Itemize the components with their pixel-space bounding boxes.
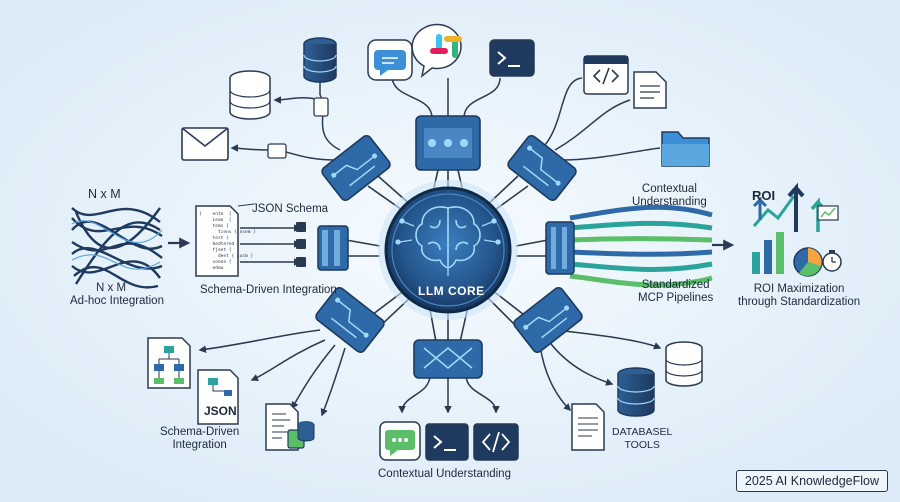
database-tools-label: DATABASEL TOOLS [612, 426, 673, 451]
hub-node-top-right [507, 134, 577, 202]
contextual-understanding-bottom-label: Contextual Understanding [378, 468, 511, 480]
schema-driven-integration-bottom-label: Schema-Driven Integration [160, 426, 240, 451]
terminal-icon [489, 39, 535, 77]
left-connector [296, 222, 349, 271]
terminal-icon [425, 423, 469, 461]
llm-core-label: LLM CORE [418, 284, 485, 298]
database-icon [229, 70, 271, 120]
database-icon [665, 341, 703, 387]
code-icon [473, 423, 519, 461]
right-connector [545, 221, 575, 275]
hub-node-top [415, 115, 481, 171]
json-schema-lines: { ente { Leae { tems { tiens { nsem } te… [199, 212, 256, 271]
roi-title: ROI [752, 188, 776, 203]
adhoc-tangle [71, 207, 163, 289]
chat-icon [379, 421, 421, 461]
database-icon [303, 37, 337, 83]
mail-icon [181, 127, 229, 161]
contextual-understanding-label: Contextual Understanding [632, 183, 707, 208]
json-schema-label: JSON Schema [252, 203, 329, 215]
json-document [197, 369, 239, 425]
hub-node-bottom-right [513, 286, 583, 354]
hub-node-bottom [413, 339, 483, 379]
hub-node-top-left [321, 134, 391, 202]
roi-caption: ROI Maximization through Standardization [738, 283, 861, 308]
code-icon [583, 55, 629, 95]
mcp-pipelines [569, 204, 713, 288]
outer-wires [168, 60, 735, 417]
folder-icon [661, 131, 710, 167]
nxm-label-top: N x M [88, 187, 121, 201]
brain-icon [395, 206, 501, 276]
database-icon [617, 367, 655, 417]
code-document [265, 403, 315, 451]
document-icon [571, 403, 605, 451]
chart-icon [752, 182, 842, 277]
schema-driven-integration-label: Schema-Driven Integration [200, 284, 337, 296]
slack-icon [411, 23, 462, 78]
small-chip [267, 97, 329, 159]
adhoc-integration-label: Ad-hoc Integration [70, 295, 164, 307]
hierarchy-icon [147, 337, 191, 389]
nxm-label-bottom: N x M [96, 282, 127, 294]
json-schema-document [195, 203, 255, 277]
document-icon [633, 71, 667, 109]
credit-badge: 2025 AI KnowledgeFlow [735, 470, 888, 492]
standardized-pipelines-label: Standardized MCP Pipelines [638, 279, 714, 304]
json-label: JSON [204, 404, 237, 418]
chat-icon [367, 39, 413, 81]
hub-node-bottom-left [315, 286, 385, 354]
